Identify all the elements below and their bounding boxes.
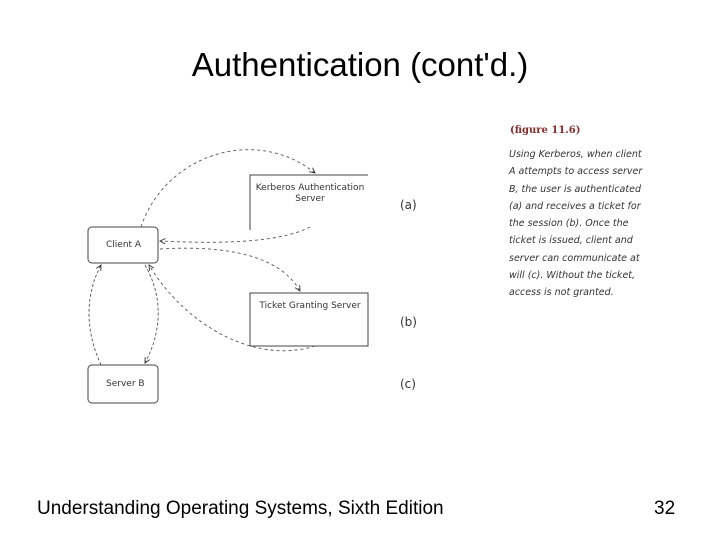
server-b-box <box>87 364 159 404</box>
footer-book-title: Understanding Operating Systems, Sixth E… <box>37 498 444 519</box>
kerberos-box <box>249 174 368 230</box>
step-b-label: (b) <box>400 315 417 329</box>
arrow-server-to-client <box>88 265 101 366</box>
client-a-label: Client A <box>106 239 142 250</box>
kerberos-figure: Client A Server B Kerberos Authenticatio… <box>85 115 645 410</box>
server-b-label: Server B <box>106 378 145 389</box>
step-c-label: (c) <box>400 377 416 391</box>
figure-caption: Using Kerberos, when client A attempts t… <box>509 149 643 299</box>
arrow-client-to-tgs <box>159 247 300 291</box>
arrow-kerberos-to-client <box>160 226 311 242</box>
diagram-arrows <box>87 149 369 404</box>
page-number: 32 <box>654 498 676 519</box>
step-a-label: (a) <box>400 198 417 212</box>
client-a-box <box>87 226 159 264</box>
ticket-granting-server-label: Ticket Granting Server <box>259 301 361 311</box>
arrow-client-to-server <box>145 264 159 363</box>
figure-number: (figure 11.6) <box>510 125 581 136</box>
tgs-box <box>249 292 369 347</box>
slide-title: Authentication (cont'd.) <box>191 46 529 83</box>
kerberos-server-label: Kerberos Authentication Server <box>255 183 365 204</box>
